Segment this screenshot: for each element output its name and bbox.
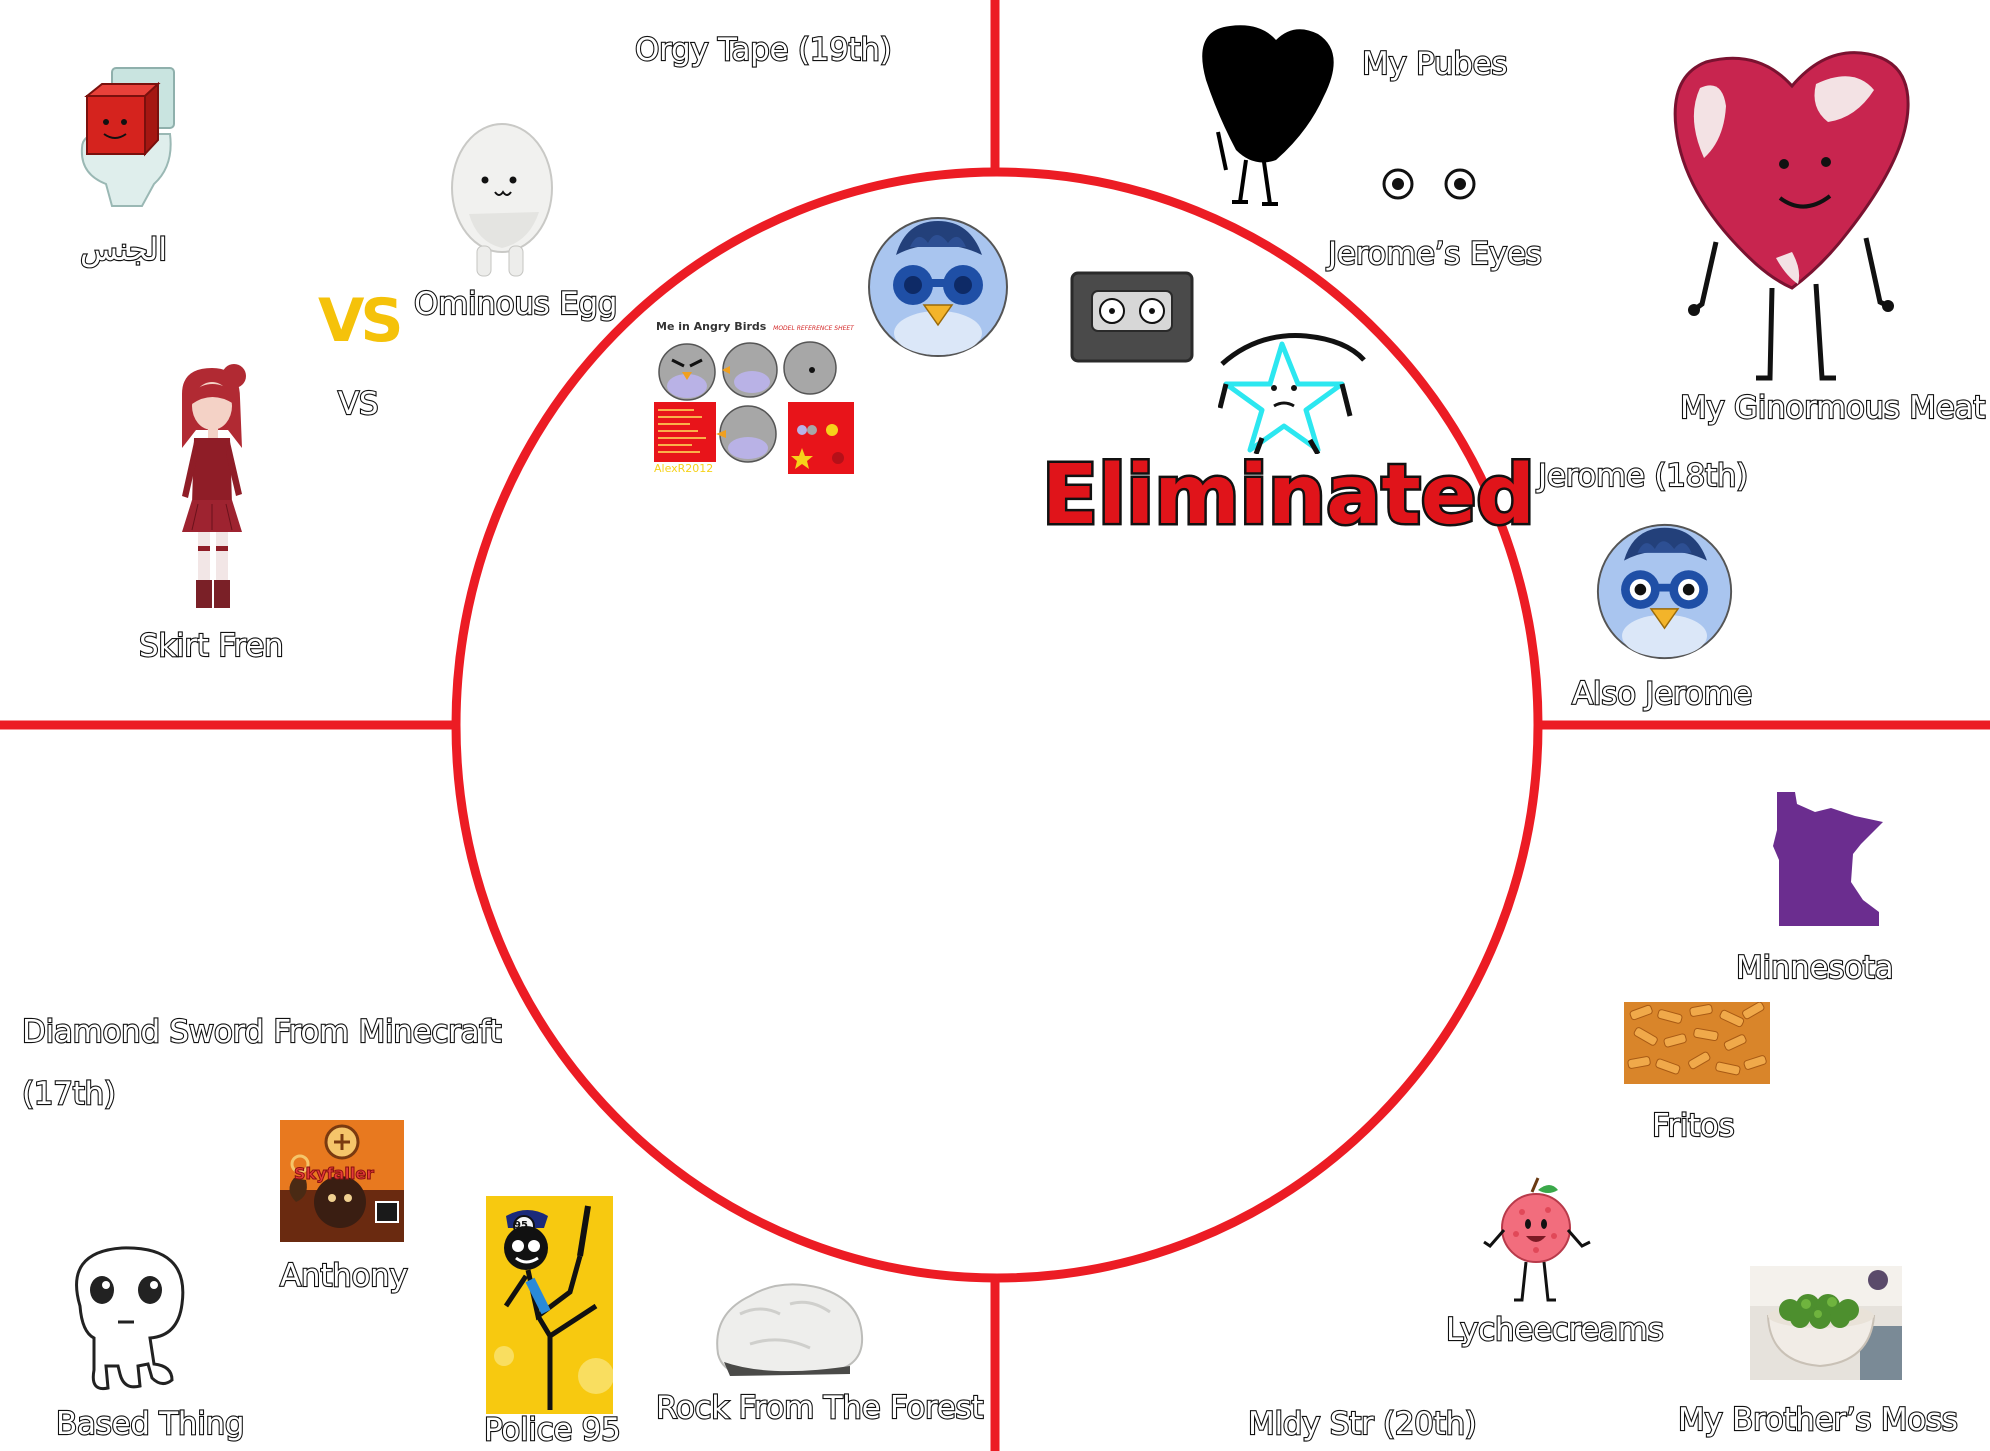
label-police-95: Police 95	[483, 1411, 622, 1449]
label-fritos: Fritos	[1651, 1107, 1736, 1145]
my-brothers-moss-image	[1750, 1266, 1902, 1380]
label-mldy-str: Mldy Str (20th)	[1247, 1405, 1478, 1443]
angry-birds-reference-sheet: Me in Angry Birds MODEL REFERENCE SHEET	[652, 318, 858, 478]
label-based-thing: Based Thing	[55, 1405, 246, 1443]
jerome-bird-icon	[868, 217, 1008, 357]
based-thing-image	[75, 1246, 185, 1391]
label-my-ginormous-meat: My Ginormous Meat	[1679, 389, 1987, 427]
ref-sheet-title: Me in Angry Birds MODEL REFERENCE SHEET	[656, 320, 854, 333]
label-ominous-egg: Ominous Egg	[413, 285, 619, 323]
orgy-tape-cassette-icon	[1070, 271, 1194, 363]
vs-graphic: VS	[318, 286, 404, 356]
minnesota-map-image	[1773, 792, 1883, 926]
toilet-cube-image	[80, 67, 175, 207]
label-my-pubes: My Pubes	[1361, 45, 1509, 83]
label-diamond-sword-line1: Diamond Sword From Minecraft	[21, 1013, 503, 1051]
label-orgy-tape: Orgy Tape (19th)	[634, 31, 893, 69]
label-minnesota: Minnesota	[1735, 949, 1895, 987]
police-badge-number: 95	[514, 1220, 528, 1231]
label-also-jerome: Also Jerome	[1571, 675, 1754, 713]
label-anthony: Anthony	[279, 1257, 409, 1295]
rock-from-forest-image	[716, 1283, 864, 1376]
label-jeromes-eyes: Jerome’s Eyes	[1327, 235, 1543, 273]
eliminated-heading: Eliminated	[1039, 446, 1537, 546]
ominous-egg-image	[451, 123, 553, 277]
mldy-str-star-character	[1218, 333, 1366, 454]
label-arabic: الجنس	[79, 231, 168, 269]
also-jerome-bird-icon	[1596, 523, 1733, 660]
police-95-art	[486, 1196, 613, 1414]
my-pubes-image	[1202, 25, 1334, 206]
label-rock-from-forest: Rock From The Forest	[655, 1389, 985, 1427]
skyfaller-logo-text: Skyfaller	[293, 1164, 375, 1184]
anthony-image: Skyfaller	[280, 1120, 404, 1242]
ref-sheet-signature: AlexR2012	[654, 462, 714, 475]
label-my-brothers-moss: My Brother’s Moss	[1677, 1401, 1959, 1439]
my-ginormous-meat-image	[1673, 51, 1910, 381]
police-95-image: 95	[486, 1196, 613, 1414]
label-vs: VS	[337, 385, 380, 423]
fritos-image	[1624, 1002, 1770, 1084]
label-diamond-sword-line2: (17th)	[21, 1075, 117, 1113]
label-skirt-fren: Skirt Fren	[138, 627, 285, 665]
jeromes-eyes-image	[1382, 168, 1476, 200]
label-jerome-18th: Jerome (18th)	[1537, 457, 1749, 495]
ref-sheet-birds	[654, 341, 854, 474]
anthony-art	[280, 1120, 404, 1242]
lycheecreams-image	[1483, 1177, 1591, 1302]
skirt-fren-image	[182, 364, 246, 608]
elimination-circle	[451, 167, 1543, 1283]
label-lycheecreams: Lycheecreams	[1445, 1311, 1665, 1349]
